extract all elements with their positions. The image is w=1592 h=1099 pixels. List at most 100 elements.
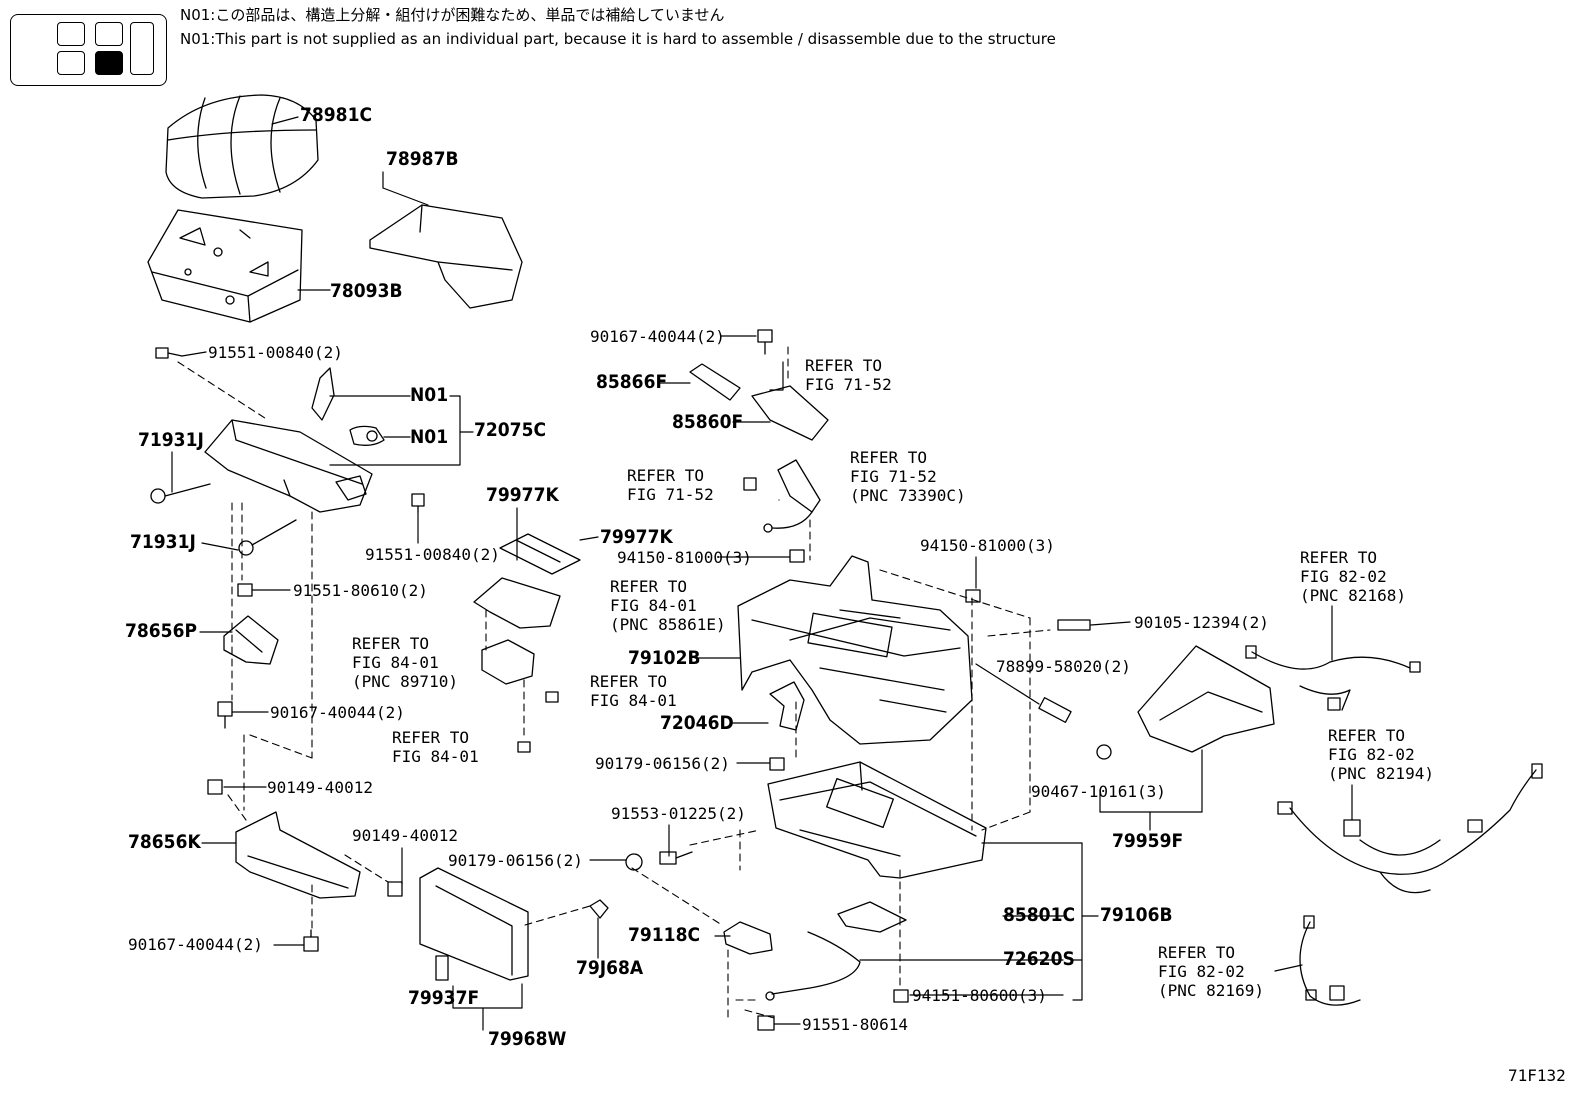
part-label[interactable]: 78093B xyxy=(330,280,403,302)
spring-72046D[interactable] xyxy=(769,681,805,731)
part-label[interactable]: 79106B xyxy=(1100,904,1173,926)
part-label[interactable]: 91551-00840(2) xyxy=(365,545,500,564)
bolt-91551-00840-a[interactable] xyxy=(155,347,183,359)
refer-block[interactable]: REFER TO FIG 71-52 xyxy=(805,356,892,394)
refer-block[interactable]: REFER TO FIG 71-52 (PNC 73390C) xyxy=(850,448,966,505)
harness-82169[interactable] xyxy=(1299,915,1361,1006)
seat-frame-79102B[interactable] xyxy=(737,555,973,745)
refer-line: (PNC 82168) xyxy=(1300,586,1406,605)
pin-78899-58020[interactable] xyxy=(1038,697,1072,723)
part-label[interactable]: 72620S xyxy=(1003,948,1075,970)
part-label[interactable]: 79968W xyxy=(488,1028,567,1050)
cover-78987B[interactable] xyxy=(369,204,523,309)
part-label[interactable]: 90179-06156(2) xyxy=(448,851,583,870)
part-label[interactable]: 78987B xyxy=(386,148,459,170)
part-label[interactable]: 71931J xyxy=(130,531,196,553)
nut-90179-06156-b[interactable] xyxy=(625,853,643,871)
part-label[interactable]: 90179-06156(2) xyxy=(595,754,730,773)
part-label[interactable]: 79977K xyxy=(486,484,559,506)
bracket-78656P[interactable] xyxy=(223,615,279,665)
strips-79977K[interactable] xyxy=(499,533,581,575)
part-label[interactable]: 85801C xyxy=(1003,904,1076,926)
plate-85801C[interactable] xyxy=(837,901,907,933)
clip-90467-10161[interactable] xyxy=(1096,744,1112,760)
refer-block[interactable]: REFER TO FIG 84-01 xyxy=(392,728,479,766)
screw-90167-40044-c[interactable] xyxy=(757,329,773,355)
part-label[interactable]: 79959F xyxy=(1112,830,1184,852)
part-label[interactable]: 72075C xyxy=(474,419,547,441)
bracket-85866F[interactable] xyxy=(689,363,741,401)
part-label[interactable]: 90167-40044(2) xyxy=(128,935,263,954)
part-label[interactable]: 78656P xyxy=(125,620,197,642)
page-thumbnail[interactable] xyxy=(10,14,167,86)
refer-block[interactable]: REFER TO FIG 82-02 (PNC 82194) xyxy=(1328,726,1434,783)
part-label[interactable]: 90167-40044(2) xyxy=(590,327,725,346)
cover-78656K[interactable] xyxy=(235,811,361,899)
refer-block[interactable]: REFER TO FIG 84-01 xyxy=(590,672,677,710)
part-label[interactable]: N01 xyxy=(410,384,449,406)
part-label[interactable]: 79102B xyxy=(628,647,701,669)
part-label[interactable]: 90105-12394(2) xyxy=(1134,613,1269,632)
part-label[interactable]: 85866F xyxy=(596,371,668,393)
part-label[interactable]: 91553-01225(2) xyxy=(611,804,746,823)
refer-block[interactable]: REFER TO FIG 84-01 (PNC 85861E) xyxy=(610,577,726,634)
bracket-sensor[interactable] xyxy=(473,577,561,685)
clip-79J68A[interactable] xyxy=(589,899,609,919)
nut-94151-80600[interactable] xyxy=(893,989,909,1003)
part-label[interactable]: 85860F xyxy=(672,411,744,433)
bolt-91551-00840-b[interactable] xyxy=(411,493,425,513)
screw-90167-40044-b[interactable] xyxy=(303,929,319,952)
part-label[interactable]: 72046D xyxy=(660,712,734,734)
part-label[interactable]: 91551-80614 xyxy=(802,1015,908,1034)
armrest-pad-78981C[interactable] xyxy=(165,94,319,199)
nut-90179-06156-a[interactable] xyxy=(769,757,785,771)
part-label[interactable]: 90149-40012 xyxy=(352,826,458,845)
bolt-90105-12394[interactable] xyxy=(1057,619,1091,631)
part-label[interactable]: 94151-80600(3) xyxy=(912,986,1047,1005)
screw-90167-40044-a[interactable] xyxy=(217,701,233,729)
frame-78093B[interactable] xyxy=(147,209,303,323)
part-label[interactable]: 90167-40044(2) xyxy=(270,703,405,722)
part-label[interactable]: 79118C xyxy=(628,924,701,946)
bolt-91551-80610[interactable] xyxy=(237,583,253,597)
part-label[interactable]: 79977K xyxy=(600,526,673,548)
part-label[interactable]: 91551-80610(2) xyxy=(293,581,428,600)
refer-block[interactable]: REFER TO FIG 82-02 (PNC 82169) xyxy=(1158,943,1264,1000)
cover-79968W[interactable] xyxy=(419,867,529,981)
refer-block[interactable]: REFER TO FIG 71-52 xyxy=(627,466,714,504)
part-label[interactable]: 91551-00840(2) xyxy=(208,343,343,362)
nut-94150-81000-b[interactable] xyxy=(965,589,981,603)
clip-79937F[interactable] xyxy=(435,955,449,981)
nut-refer-84-01-a[interactable] xyxy=(545,691,559,703)
part-label[interactable]: 79937F xyxy=(408,987,480,1009)
part-label[interactable]: 90467-10161(3) xyxy=(1031,782,1166,801)
part-label[interactable]: 79J68A xyxy=(576,957,644,979)
part-label[interactable]: 94150-81000(3) xyxy=(920,536,1055,555)
part-label[interactable]: 71931J xyxy=(138,429,204,451)
cable-72620S[interactable] xyxy=(765,931,861,1001)
part-label[interactable]: N01 xyxy=(410,426,449,448)
bracket-79118C[interactable] xyxy=(723,921,773,955)
part-label[interactable]: 94150-81000(3) xyxy=(617,548,752,567)
refer-block[interactable]: REFER TO FIG 84-01 (PNC 89710) xyxy=(352,634,458,691)
screw-90149-40012-b[interactable] xyxy=(387,881,403,897)
nut-94150-81000-a[interactable] xyxy=(789,549,805,563)
buckle-refer-73390C[interactable] xyxy=(743,459,821,533)
part-label[interactable]: 78656K xyxy=(128,831,201,853)
part-label[interactable]: 78981C xyxy=(300,104,373,126)
refer-block[interactable]: REFER TO FIG 82-02 (PNC 82168) xyxy=(1300,548,1406,605)
part-label[interactable]: 90149-40012 xyxy=(267,778,373,797)
harness-82168[interactable] xyxy=(1245,645,1421,711)
bolt-91553-01225[interactable] xyxy=(659,851,693,865)
track-frame-79106B[interactable] xyxy=(767,761,987,879)
bolt-91551-80614[interactable] xyxy=(757,1015,775,1031)
bolt-71931J-b[interactable] xyxy=(238,519,297,556)
part-label[interactable]: 78899-58020(2) xyxy=(996,657,1131,676)
nut-refer-84-01-b[interactable] xyxy=(517,741,531,753)
screw-90149-40012-a[interactable] xyxy=(207,779,223,795)
harness-82194[interactable] xyxy=(1277,763,1543,894)
bolt-71931J-a[interactable] xyxy=(150,483,211,504)
buckle-85860F[interactable] xyxy=(751,385,829,441)
latch-72075C[interactable] xyxy=(204,367,385,513)
cover-79959F[interactable] xyxy=(1137,645,1275,753)
